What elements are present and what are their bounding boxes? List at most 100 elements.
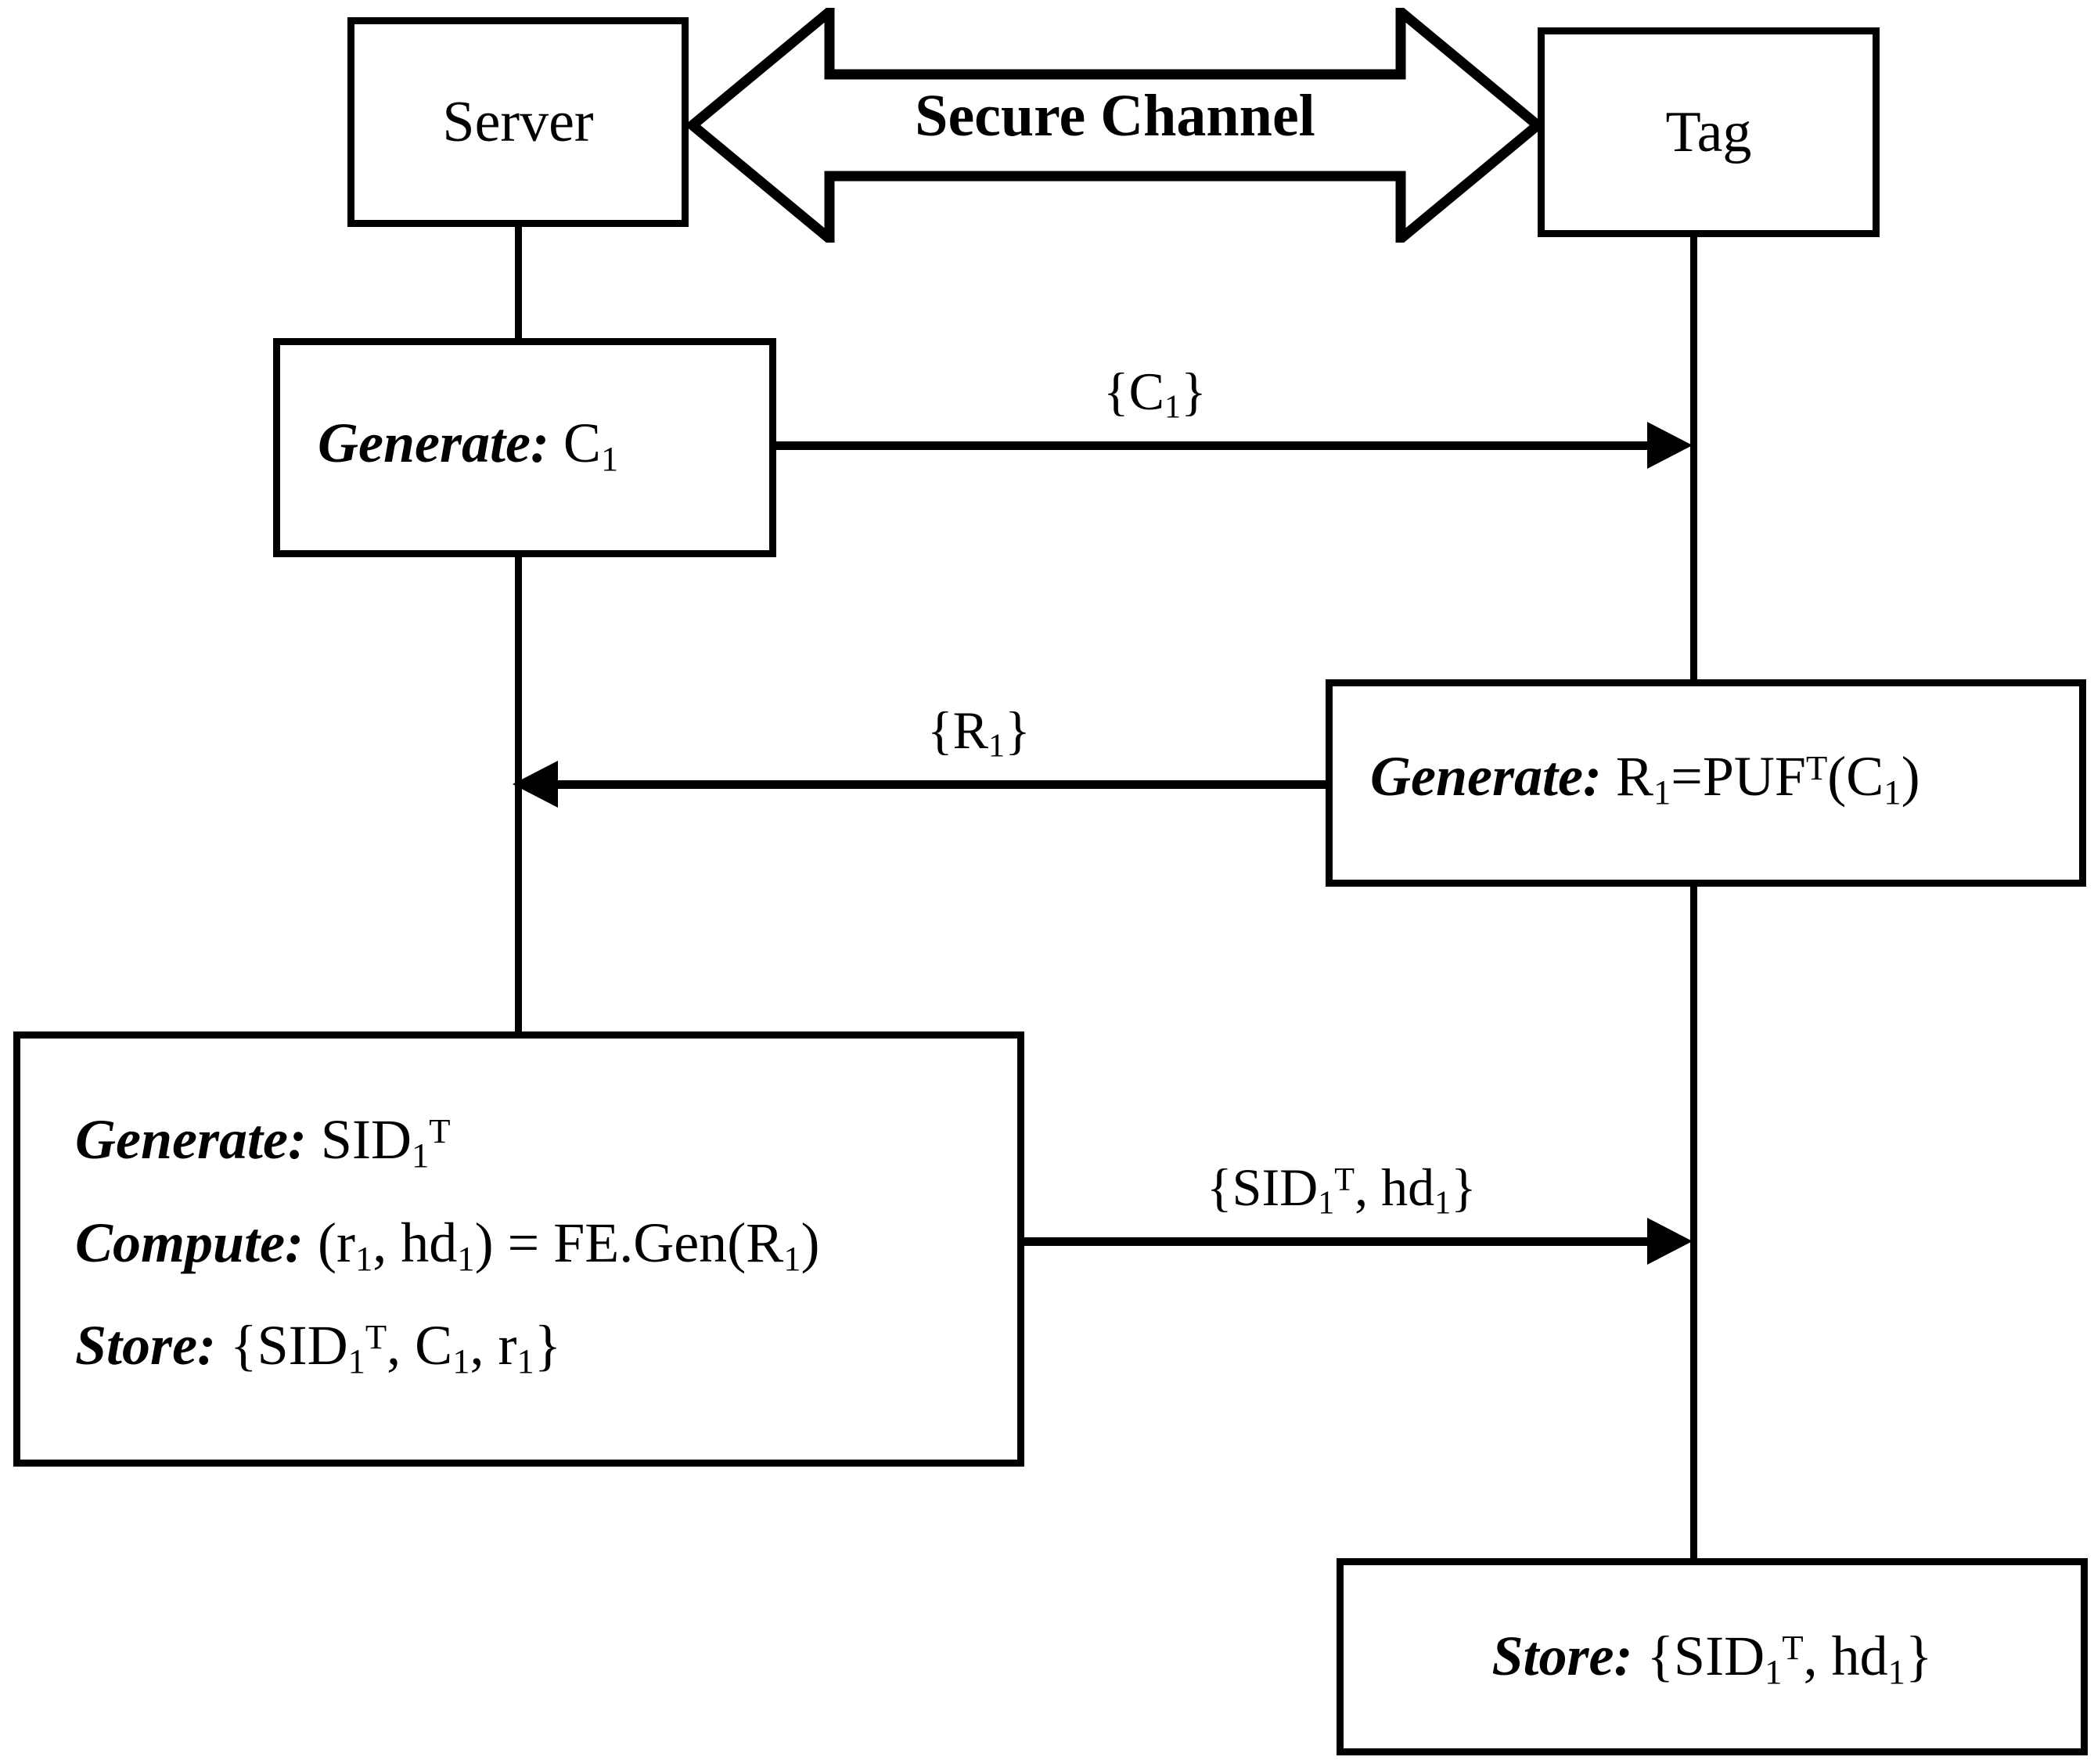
c1-symbol: C1 (563, 412, 619, 479)
comma-3: , (470, 1314, 484, 1377)
c-symbol-2: C (1846, 745, 1884, 808)
space-9 (401, 1314, 415, 1377)
compute-keyword: Compute: (75, 1211, 304, 1274)
double-arrow-icon (684, 1, 1546, 250)
generate-keyword-3: Generate: (75, 1108, 307, 1171)
msg-c1-line (776, 441, 1650, 450)
brace-open-5: { (1646, 1625, 1675, 1688)
server-store-line: Store: {SID1T, C1, r1} (75, 1314, 1017, 1378)
r-small-1: r (336, 1211, 355, 1274)
sup-T-puf: T (1805, 747, 1828, 787)
sid-symbol-1: SID (320, 1108, 412, 1171)
puf-symbol: PUF (1702, 745, 1806, 808)
space-13 (1818, 1625, 1832, 1687)
comma-2: , (387, 1314, 401, 1377)
sub-r-small-2: 1 (516, 1341, 534, 1381)
brace-open-1: { (1103, 362, 1129, 421)
sid-symbol-4: SID (1674, 1625, 1765, 1688)
hd-symbol-1: hd (401, 1211, 458, 1274)
sup-T-sid-4: T (1782, 1628, 1804, 1668)
brace-open-4: { (1207, 1157, 1232, 1217)
brace-close-4: } (1451, 1157, 1477, 1217)
tag-actor-label: Tag (1665, 100, 1752, 164)
space-12 (1632, 1625, 1646, 1687)
sub-r-3: 1 (783, 1238, 801, 1278)
msg-sid-hd-arrowhead (1647, 1218, 1693, 1265)
brace-close-3: } (534, 1314, 562, 1377)
sid-symbol-3: SID (1232, 1157, 1319, 1217)
msg-sid-hd-label: {SID1T, hd1} (1207, 1161, 1477, 1219)
generate-keyword-2: Generate: (1370, 745, 1602, 808)
sub-sid-1: 1 (411, 1136, 430, 1175)
sub-c1-2: 1 (1884, 772, 1902, 812)
sub-hd-3: 1 (1887, 1652, 1905, 1692)
brace-open-3: { (230, 1314, 257, 1377)
secure-channel-label: Secure Channel (915, 83, 1315, 149)
r-symbol-3: R (746, 1211, 784, 1274)
paren-open-1: ( (1827, 745, 1847, 808)
space-11 (1368, 1157, 1381, 1217)
msg-r1-arrowhead (513, 761, 558, 808)
sub-1-1: 1 (1164, 388, 1182, 426)
server-compute-store-box: Generate: SID1T Compute: (r1, hd1) = FE.… (13, 1031, 1024, 1467)
equals-sign: = (1671, 745, 1703, 808)
equals-sign-2: = (507, 1211, 540, 1274)
space-10 (484, 1314, 498, 1377)
sup-T-sid-2: T (365, 1317, 387, 1357)
server-lifeline-seg1 (515, 227, 522, 340)
server-actor-box: Server (347, 17, 689, 227)
sub-r-small-1: 1 (354, 1238, 373, 1278)
tag-lifeline-seg1 (1690, 235, 1697, 682)
hd-symbol-2: hd (1381, 1157, 1435, 1217)
msg-c1-label: {C1} (1103, 362, 1207, 423)
store-keyword: Store: (75, 1314, 216, 1377)
space-6 (494, 1211, 508, 1274)
paren-close-3: ) (801, 1211, 820, 1274)
r-symbol-2: R (952, 700, 988, 760)
brace-close-2: } (1005, 700, 1031, 760)
fegen-symbol: FE.Gen (553, 1211, 728, 1274)
sid-symbol-2: SID (257, 1314, 348, 1377)
comma-1: , (372, 1211, 387, 1274)
sub-hd-1: 1 (457, 1238, 475, 1278)
c-symbol-3: C (415, 1314, 453, 1377)
msg-r1-line (556, 780, 1326, 789)
tag-store-text: Store: {SID1T, hd1} (1491, 1625, 1933, 1689)
msg-sid-hd-line (1024, 1237, 1650, 1246)
sub-1-2: 1 (988, 727, 1006, 765)
sub-c-3: 1 (452, 1341, 470, 1381)
sub-sid-4: 1 (1765, 1652, 1783, 1692)
paren-close-1: ) (1901, 745, 1920, 808)
sub-sid-3: 1 (1318, 1184, 1335, 1222)
sup-T-sid-3: T (1334, 1161, 1355, 1199)
r-symbol: R (1615, 745, 1653, 808)
store-keyword-2: Store: (1491, 1625, 1633, 1688)
sub-r1: 1 (1653, 772, 1671, 812)
brace-open-2: { (927, 700, 953, 760)
server-actor-label: Server (442, 90, 594, 154)
generate-keyword: Generate: (318, 412, 549, 474)
comma-4: , (1355, 1157, 1369, 1217)
comma-5: , (1803, 1625, 1818, 1688)
server-compute-line: Compute: (r1, hd1) = FE.Gen(R1) (75, 1211, 1017, 1276)
c-symbol-1: C (1128, 362, 1164, 421)
brace-close-5: } (1905, 1625, 1933, 1688)
server-generate-c1-text: Generate: C1 (318, 412, 769, 479)
space-2 (1602, 745, 1616, 808)
space-5 (387, 1211, 401, 1274)
space-8 (216, 1314, 230, 1377)
sub-sid-2: 1 (347, 1341, 365, 1381)
msg-r1-label: {R1} (927, 704, 1031, 762)
server-generate-sid-line: Generate: SID1T (75, 1108, 1017, 1172)
sup-T-sid-1: T (429, 1111, 451, 1150)
server-generate-c1-box: Generate: C1 (273, 338, 776, 557)
secure-channel-arrow (684, 1, 1546, 250)
paren-open-2: ( (318, 1211, 336, 1274)
space-3 (307, 1108, 321, 1171)
space-1 (549, 412, 563, 474)
r-small-2: r (498, 1314, 517, 1377)
tag-generate-r1-box: Generate: R1=PUFT(C1) (1326, 679, 2086, 887)
tag-generate-r1-text: Generate: R1=PUFT(C1) (1370, 745, 2079, 809)
msg-c1-arrowhead (1647, 422, 1693, 469)
